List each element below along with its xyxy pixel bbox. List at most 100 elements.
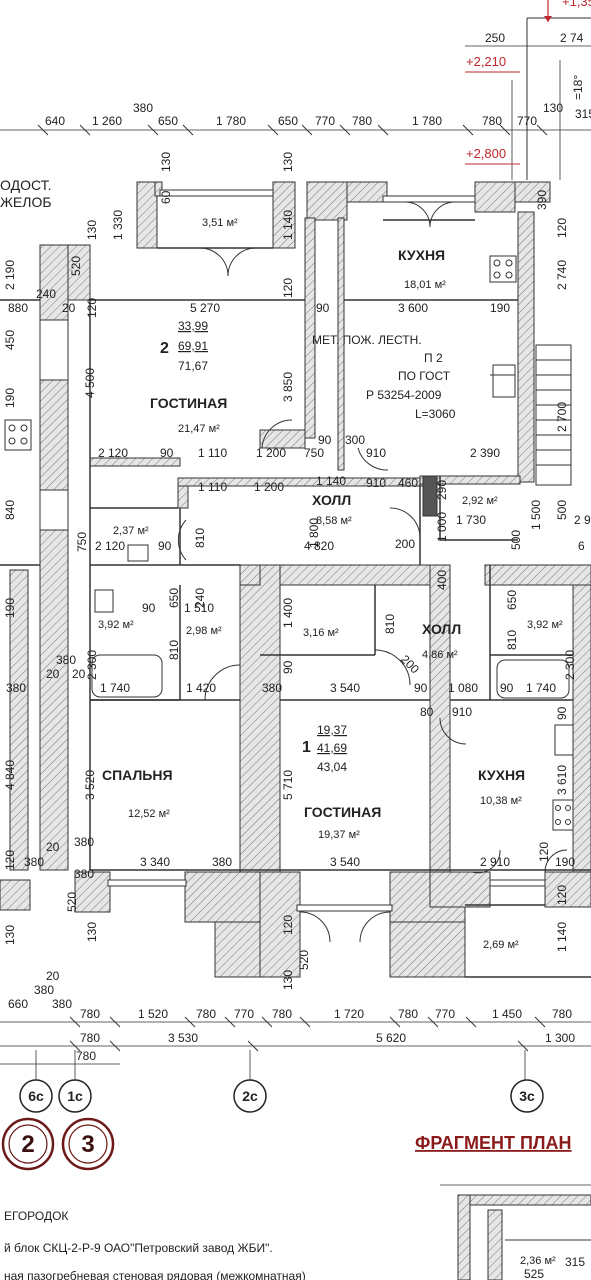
bottom-dimensions: 780 1 520 780 770 780 1 720 780 770 1 45… bbox=[0, 1007, 591, 1080]
ld-520b: 520 bbox=[297, 950, 311, 970]
ud-120b: 120 bbox=[85, 298, 99, 318]
hall-upper-area: 8,58 м² bbox=[316, 515, 352, 527]
ud-29: 2 9 bbox=[574, 513, 591, 527]
flat-2-area-full: 71,67 bbox=[178, 359, 208, 373]
kitchen-upper-name: КУХНЯ bbox=[398, 247, 445, 263]
lower-right-bath bbox=[496, 659, 570, 699]
wc-left-area: 3,92 м² bbox=[98, 619, 134, 631]
stair-note-3: ПО ГОСТ bbox=[398, 369, 451, 383]
ld-520a: 520 bbox=[65, 892, 79, 912]
inset-315: 315 bbox=[565, 1255, 585, 1269]
ld-130a: 130 bbox=[3, 925, 17, 945]
lower-kitchen-sink bbox=[554, 724, 574, 756]
stair-note-4: Р 53254-2009 bbox=[366, 388, 442, 402]
ld-1740a: 1 740 bbox=[100, 681, 130, 695]
top-dimension-row: 640 1 260 650 1 780 650 770 780 1 780 78… bbox=[0, 101, 591, 136]
ud-20: 20 bbox=[62, 301, 76, 315]
axis-2c-circle bbox=[233, 1079, 267, 1113]
ud-880: 880 bbox=[8, 301, 28, 315]
ld-80: 80 bbox=[420, 705, 434, 719]
dim-top-380: 380 bbox=[133, 101, 153, 115]
bd2-1300: 1 300 bbox=[545, 1031, 575, 1045]
dim-315-top: 315 bbox=[575, 107, 591, 121]
stair-note-5: L=3060 bbox=[415, 407, 456, 421]
ld-380c: 380 bbox=[56, 653, 76, 667]
ud-60: 60 bbox=[159, 190, 173, 204]
ud-3600: 3 600 bbox=[398, 301, 428, 315]
ud-1000: 1 000 bbox=[435, 512, 449, 542]
ld-810b: 810 bbox=[383, 614, 397, 634]
ld-810a: 810 bbox=[167, 640, 181, 660]
living-lower-area: 19,37 м² bbox=[318, 829, 360, 841]
ud-240: 240 bbox=[36, 287, 56, 301]
ld-380e: 380 bbox=[74, 835, 94, 849]
ud-200a: 200 bbox=[395, 537, 415, 551]
left-stove bbox=[4, 419, 32, 451]
flat-1-area-total: 41,69 bbox=[317, 741, 347, 755]
lower-kitchen-stove bbox=[552, 799, 574, 831]
legend-line-2: й блок СКЦ-2-Р-9 ОАО"Петровский завод ЖБ… bbox=[4, 1241, 273, 1255]
ld-650b: 650 bbox=[505, 590, 519, 610]
ud-450: 450 bbox=[3, 330, 17, 350]
dim-250: 250 bbox=[485, 31, 505, 45]
ld-650a: 650 bbox=[167, 588, 181, 608]
ld-120b: 120 bbox=[537, 842, 551, 862]
ld-2300a: 2 300 bbox=[85, 650, 99, 680]
ld-120a: 120 bbox=[3, 850, 17, 870]
ud-750b: 750 bbox=[75, 532, 89, 552]
dim-top-780b: 780 bbox=[482, 114, 502, 128]
axis-2c-label: 2c bbox=[242, 1088, 258, 1104]
bd1-780c: 780 bbox=[272, 1007, 292, 1021]
ud-2120b: 2 120 bbox=[95, 539, 125, 553]
ld-4840: 4 840 bbox=[3, 760, 17, 790]
upper-flat-dimensions: 130 60 130 1 330 130 1 140 120 520 2 190… bbox=[3, 152, 591, 553]
room-292-area: 2,92 м² bbox=[462, 495, 498, 507]
roof-angle: =18° bbox=[571, 75, 585, 100]
dim-top-640: 640 bbox=[45, 114, 65, 128]
stair-note-1: МЕТ. ПОЖ. ЛЕСТН. bbox=[312, 333, 422, 347]
ld-120d: 120 bbox=[555, 885, 569, 905]
level-1-35: +1,35 bbox=[562, 0, 591, 9]
dim-top-650b: 650 bbox=[278, 114, 298, 128]
ld-1420: 1 420 bbox=[186, 681, 216, 695]
ud-2740: 2 740 bbox=[555, 260, 569, 290]
ud-5270: 5 270 bbox=[190, 301, 220, 315]
bd1-1720: 1 720 bbox=[334, 1007, 364, 1021]
section-2-label: 2 bbox=[21, 1131, 34, 1158]
ud-1330: 1 330 bbox=[111, 210, 125, 240]
inset-525: 525 bbox=[524, 1267, 544, 1280]
ld-90d: 90 bbox=[281, 660, 295, 674]
ud-90b: 90 bbox=[160, 446, 174, 460]
ld-380b: 380 bbox=[262, 681, 282, 695]
ld-20b: 20 bbox=[72, 667, 86, 681]
hall-upper-name: ХОЛЛ bbox=[312, 492, 351, 508]
ld-380d: 380 bbox=[24, 855, 44, 869]
ud-130b: 130 bbox=[281, 152, 295, 172]
ud-1800: 1 800 bbox=[307, 518, 321, 548]
dim-top-780a: 780 bbox=[352, 114, 372, 128]
upper-kitchen-sink bbox=[492, 364, 516, 398]
upper-kitchen-stove bbox=[489, 255, 517, 283]
ld-1080: 1 080 bbox=[448, 681, 478, 695]
ud-1200a: 1 200 bbox=[256, 446, 286, 460]
ld-3540a: 3 540 bbox=[330, 681, 360, 695]
ld-200: 200 bbox=[398, 652, 422, 676]
axis-markers: 6c 1c 2c 3c bbox=[19, 1079, 544, 1113]
bd1-1450: 1 450 bbox=[492, 1007, 522, 1021]
flat-1-area-full: 43,04 bbox=[317, 760, 347, 774]
balcony-area: 3,51 м² bbox=[202, 217, 238, 229]
ld-380h: 380 bbox=[52, 997, 72, 1011]
bedroom-area: 12,52 м² bbox=[128, 808, 170, 820]
ld-380f: 380 bbox=[212, 855, 232, 869]
ld-400: 400 bbox=[435, 570, 449, 590]
room-237-area: 2,37 м² bbox=[113, 525, 149, 537]
ld-2910: 2 910 bbox=[480, 855, 510, 869]
axis-1c-label: 1c bbox=[67, 1088, 83, 1104]
ld-130b: 130 bbox=[85, 922, 99, 942]
section-3-label: 3 bbox=[81, 1131, 94, 1158]
dim-274: 2 74 bbox=[560, 31, 584, 45]
bath-left-area: 2,98 м² bbox=[186, 625, 222, 637]
stair-note-2: П 2 bbox=[424, 351, 443, 365]
ud-1110a: 1 110 bbox=[198, 446, 227, 460]
